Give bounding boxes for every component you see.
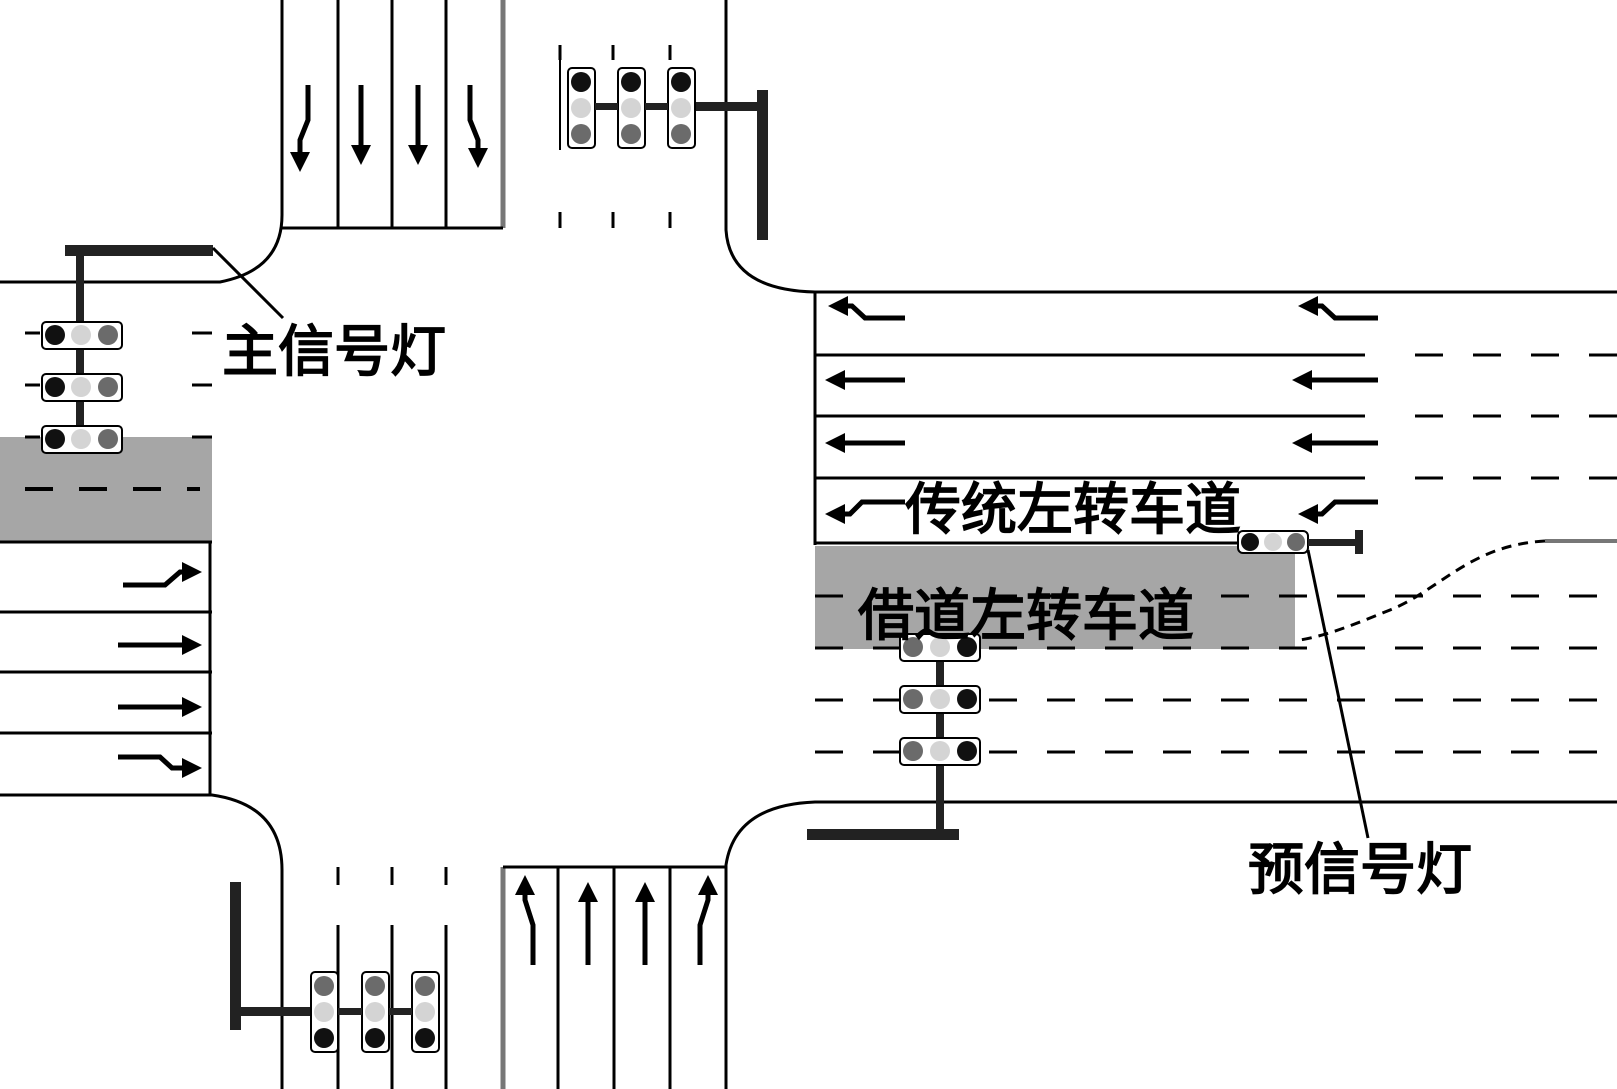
pre-signal-label: 预信号灯 bbox=[1248, 837, 1472, 903]
west-exit-dashes bbox=[25, 331, 212, 439]
borrowed-left-turn-lane-label: 借道左转车道 bbox=[858, 583, 1194, 649]
left-turn-arrow-icon bbox=[1298, 499, 1378, 524]
traffic-signal-head bbox=[617, 67, 646, 149]
pre-signal-leader bbox=[1306, 549, 1370, 839]
right-turn-arrow-icon bbox=[697, 875, 718, 965]
left-turn-arrow-icon bbox=[290, 85, 311, 172]
traffic-signal-head bbox=[411, 971, 440, 1053]
south-road-right-edge bbox=[724, 800, 1617, 1089]
signal-layer bbox=[41, 60, 1370, 1053]
south-road-left-edge bbox=[0, 793, 284, 1089]
north-road-right-edge bbox=[724, 0, 1617, 294]
pre-signal-head bbox=[1237, 530, 1309, 554]
main-signal-leader bbox=[211, 246, 285, 320]
lane-arrows bbox=[118, 85, 1378, 965]
traffic-signal-head bbox=[41, 425, 123, 454]
traffic-signal-head bbox=[899, 685, 981, 714]
traffic-signal-head bbox=[667, 67, 696, 149]
traffic-signal-head bbox=[41, 321, 123, 350]
right-turn-arrow-icon bbox=[118, 754, 202, 778]
traffic-signal-head bbox=[41, 373, 123, 402]
traffic-signal-head bbox=[310, 971, 339, 1053]
traffic-signal-head bbox=[361, 971, 390, 1053]
left-turn-arrow-icon bbox=[515, 875, 536, 965]
left-turn-arrow-icon bbox=[825, 499, 905, 524]
left-turn-arrow-icon bbox=[1298, 296, 1378, 321]
median-opening-curve bbox=[1299, 539, 1546, 642]
traditional-left-turn-lane-label: 传统左转车道 bbox=[905, 477, 1241, 543]
traffic-signal-head bbox=[559, 60, 596, 150]
north-exit-dashes bbox=[558, 45, 672, 228]
east-upstream-dashes bbox=[1415, 353, 1617, 480]
left-turn-arrow-icon bbox=[123, 562, 202, 588]
left-turn-arrow-icon bbox=[828, 296, 905, 321]
north-road-left-edge bbox=[0, 0, 284, 284]
traffic-signal-head bbox=[899, 737, 981, 766]
traffic-signal-head bbox=[899, 633, 981, 662]
main-signal-label: 主信号灯 bbox=[222, 319, 446, 385]
right-turn-arrow-icon bbox=[467, 85, 488, 168]
